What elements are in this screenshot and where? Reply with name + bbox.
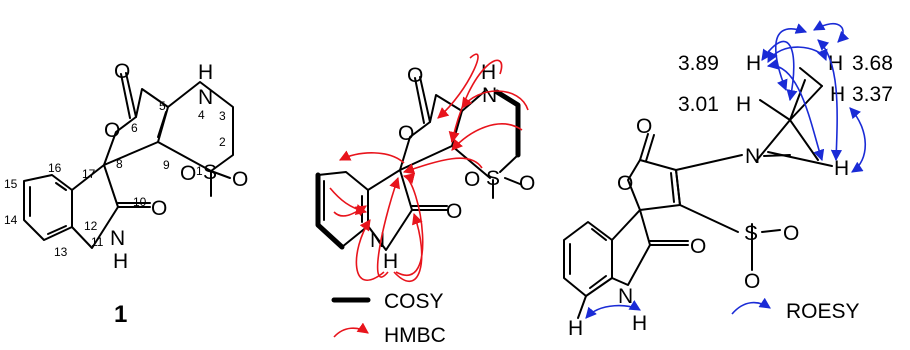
atom-label: O [151, 197, 167, 220]
atom-label: S [203, 161, 217, 184]
atom-number: 16 [48, 161, 62, 175]
atom-number: 3 [219, 109, 226, 123]
atom-label: H [198, 61, 213, 84]
hmbc-arrow [451, 123, 523, 151]
hmbc-arrow [402, 157, 483, 175]
atom-label: O [398, 122, 414, 145]
atom-label: O [407, 64, 423, 87]
atom-number: 10 [133, 195, 147, 209]
atom-number: 1 [196, 164, 203, 178]
roesy-legend-label: ROESY [786, 300, 860, 323]
structure-2-bonds [315, 76, 521, 251]
structure-1-bonds [23, 72, 234, 249]
hmbc-arrow [395, 173, 424, 276]
roesy-legend-arrow [731, 297, 771, 315]
hmbc-arrow [437, 53, 479, 119]
hmbc-arrow [333, 205, 367, 217]
atom-number: 5 [159, 99, 166, 113]
hmbc-arrow [461, 90, 529, 111]
roesy-arrow [813, 20, 850, 43]
cosy-legend-label: COSY [384, 290, 444, 313]
structure-2-atoms: O H N O S O O O N H [370, 61, 535, 273]
atom-number: 2 [219, 135, 226, 149]
cosy-hmbc-panel: O H N O S O O O N H COSY [315, 53, 535, 347]
atom-label: N [110, 227, 125, 250]
structure-1-panel: O H N O S O O O N H 1 2 3 4 5 6 8 9 10 1… [4, 60, 248, 328]
atom-label: O [180, 162, 196, 185]
atom-number: 4 [198, 108, 205, 122]
atom-number: 11 [91, 235, 104, 249]
roesy-arrow [761, 40, 798, 102]
atom-label: H [736, 93, 751, 116]
atom-number: 6 [131, 121, 138, 135]
hmbc-legend-label: HMBC [384, 324, 446, 347]
hmbc-arrow [393, 212, 423, 283]
atom-label: O [617, 172, 633, 195]
atom-label: O [464, 168, 480, 191]
atom-label: O [783, 222, 799, 245]
atom-number: 15 [4, 177, 18, 191]
atom-label: N [198, 86, 213, 109]
atom-number: 14 [4, 213, 18, 227]
hmbc-arrow [376, 176, 400, 278]
atom-label: O [519, 172, 535, 195]
roesy-panel: O O N H S O O O N H H H H H H 3.89 3.01 … [563, 20, 893, 340]
proton-shift-label: 3.37 [852, 83, 893, 106]
hmbc-arrows [329, 53, 529, 283]
atom-label: O [104, 119, 120, 142]
atom-numbering: 1 2 3 4 5 6 8 9 10 11 12 13 14 15 16 17 [4, 99, 226, 259]
roesy-arrow [585, 300, 641, 319]
proton-shifts: 3.89 3.01 3.68 3.37 [678, 52, 893, 116]
atom-number: 13 [54, 245, 68, 259]
atom-label: S [744, 222, 758, 245]
hmbc-arrow [329, 187, 368, 215]
atom-number: 9 [163, 158, 170, 172]
atom-label: H [481, 61, 496, 84]
atom-label: H [113, 250, 128, 273]
atom-number: 8 [116, 157, 123, 171]
atom-label: O [446, 200, 462, 223]
atom-label: H [746, 52, 761, 75]
roesy-arrow [774, 23, 808, 92]
atom-label: N [618, 285, 633, 308]
atom-number: 17 [82, 167, 96, 181]
atom-number: 12 [84, 219, 98, 233]
atom-label: H [383, 250, 398, 273]
correlation-legend: COSY HMBC [331, 290, 446, 347]
roesy-arrow [817, 39, 842, 162]
structure-1-atoms: O H N O S O O O N H [104, 60, 248, 273]
atom-label: H [828, 52, 843, 75]
proton-shift-label: 3.68 [852, 52, 893, 75]
atom-label: O [636, 115, 652, 138]
hmbc-arrow [448, 59, 503, 144]
proton-shift-label: 3.89 [678, 52, 719, 75]
atom-label: H [632, 312, 647, 335]
compound-number: 1 [114, 301, 127, 328]
atom-label: O [114, 60, 130, 83]
atom-label: H [834, 157, 849, 180]
roesy-arrows [585, 20, 867, 319]
atom-label: N [745, 145, 760, 168]
hmbc-arrow [355, 219, 385, 281]
atom-label: N [482, 84, 497, 107]
atom-label: H [568, 317, 583, 340]
atom-label: S [486, 167, 500, 190]
atom-label: O [232, 168, 248, 191]
roesy-arrow [849, 107, 867, 173]
hmbc-arrow [338, 150, 405, 164]
atom-label: O [690, 235, 706, 258]
proton-shift-label: 3.01 [678, 93, 719, 116]
hmbc-legend-arrow [333, 322, 369, 338]
atom-label: O [744, 270, 760, 293]
